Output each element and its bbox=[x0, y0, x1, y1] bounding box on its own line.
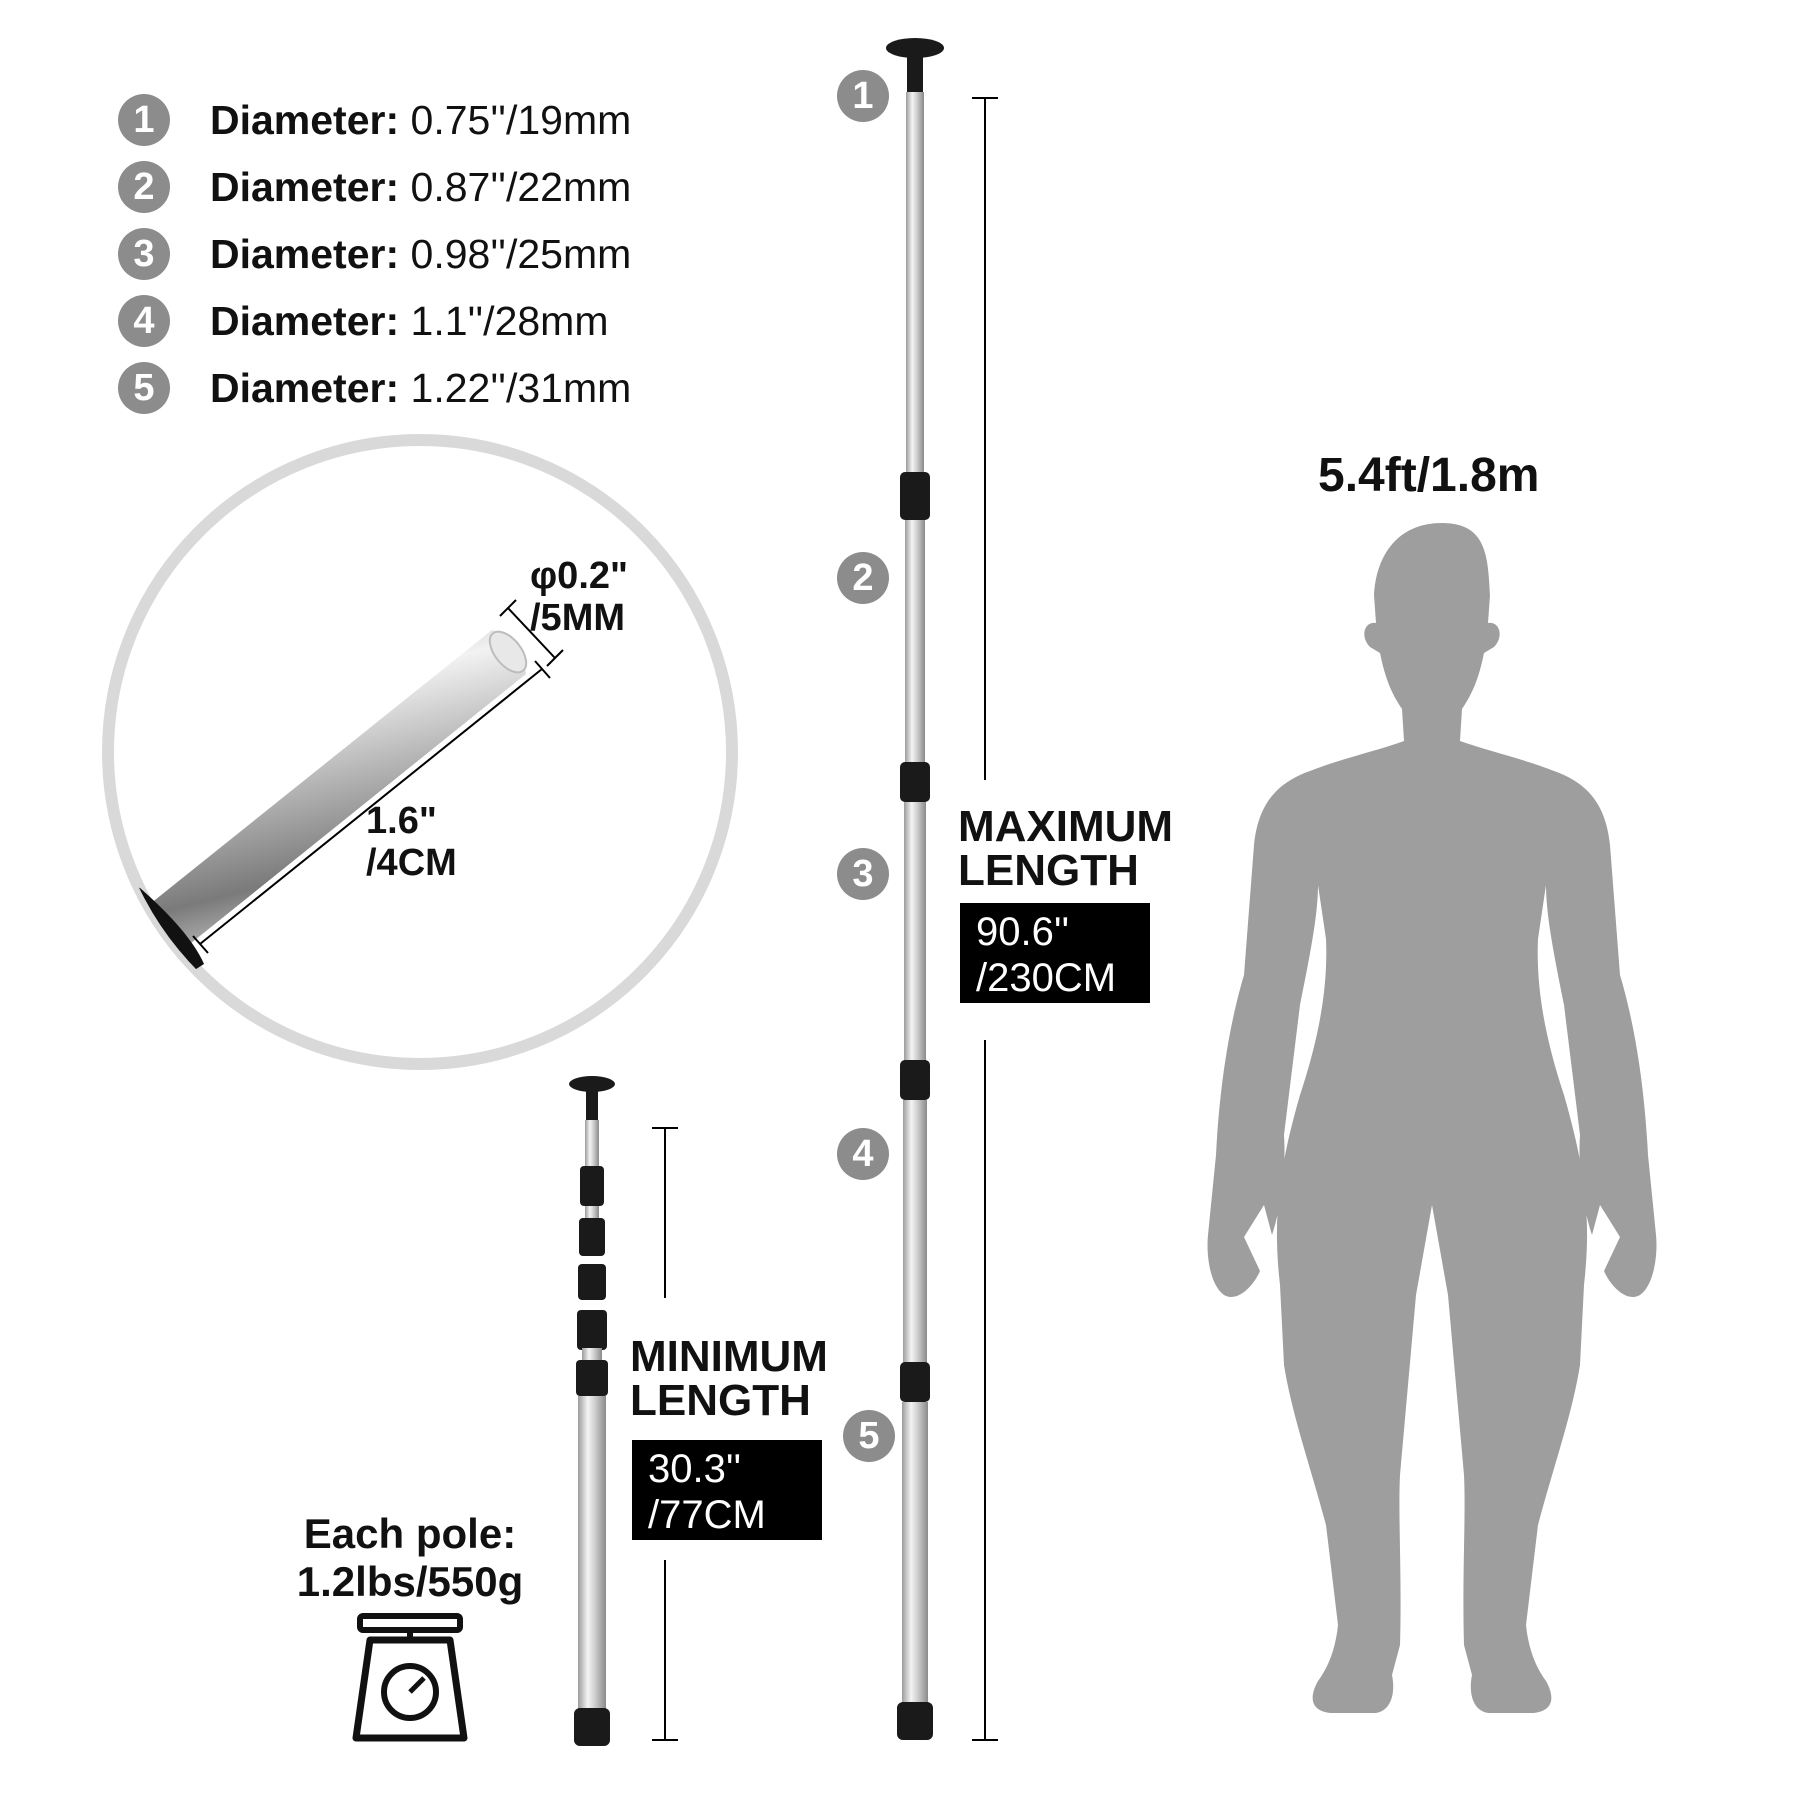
spec-label: Diameter: bbox=[210, 230, 400, 277]
spec-number-badge: 4 bbox=[118, 295, 170, 347]
telescopic-pole-icon bbox=[886, 38, 944, 1740]
spec-number-badge: 1 bbox=[118, 94, 170, 146]
spec-label: Diameter: bbox=[210, 364, 400, 411]
person-height-label: 5.4ft/1.8m bbox=[1318, 449, 1540, 502]
spec-label: Diameter: bbox=[210, 96, 400, 143]
segment-badge-4: 4 bbox=[837, 1128, 889, 1180]
spec-value: 0.75''/19mm bbox=[410, 96, 632, 143]
pin-length-label: 1.6" /4CM bbox=[366, 800, 457, 884]
spec-row-2: 2 Diameter: 0.87''/22mm bbox=[118, 161, 631, 213]
spec-value: 1.22''/31mm bbox=[410, 364, 632, 411]
spec-value: 1.1''/28mm bbox=[410, 297, 609, 344]
maximum-length-title: MAXIMUM LENGTH bbox=[958, 802, 1174, 895]
segment-badge-2: 2 bbox=[837, 552, 889, 604]
person-silhouette-icon bbox=[1207, 523, 1657, 1713]
spec-row-1: 1 Diameter: 0.75''/19mm bbox=[118, 94, 631, 146]
spec-value: 0.98''/25mm bbox=[410, 230, 632, 277]
spec-label: Diameter: bbox=[210, 163, 400, 210]
pin-diameter-label: φ0.2" /5MM bbox=[530, 555, 629, 639]
collapsed-pole-icon bbox=[569, 1076, 615, 1746]
scale-icon bbox=[352, 1613, 468, 1742]
minimum-length-title: MINIMUM LENGTH bbox=[630, 1332, 828, 1425]
spec-label: Diameter: bbox=[210, 297, 400, 344]
minimum-length-value: 30.3'' /77CM bbox=[632, 1440, 822, 1540]
segment-badge-5: 5 bbox=[843, 1410, 895, 1462]
minimum-dimension-line bbox=[652, 1127, 678, 1741]
spec-row-5: 5 Diameter: 1.22''/31mm bbox=[118, 362, 631, 414]
weight-label: Each pole: 1.2lbs/550g bbox=[296, 1510, 524, 1605]
spec-number-badge: 5 bbox=[118, 362, 170, 414]
spec-value: 0.87''/22mm bbox=[410, 163, 632, 210]
segment-badge-1: 1 bbox=[837, 70, 889, 122]
maximum-dimension-line bbox=[972, 97, 998, 1741]
maximum-length-value: 90.6'' /230CM bbox=[960, 903, 1150, 1003]
spec-number-badge: 2 bbox=[118, 161, 170, 213]
spec-row-4: 4 Diameter: 1.1''/28mm bbox=[118, 295, 608, 347]
spec-number-badge: 3 bbox=[118, 228, 170, 280]
spec-row-3: 3 Diameter: 0.98''/25mm bbox=[118, 228, 631, 280]
pin-rod bbox=[140, 630, 526, 960]
magnifier-circle bbox=[102, 434, 738, 1070]
segment-badge-3: 3 bbox=[837, 848, 889, 900]
